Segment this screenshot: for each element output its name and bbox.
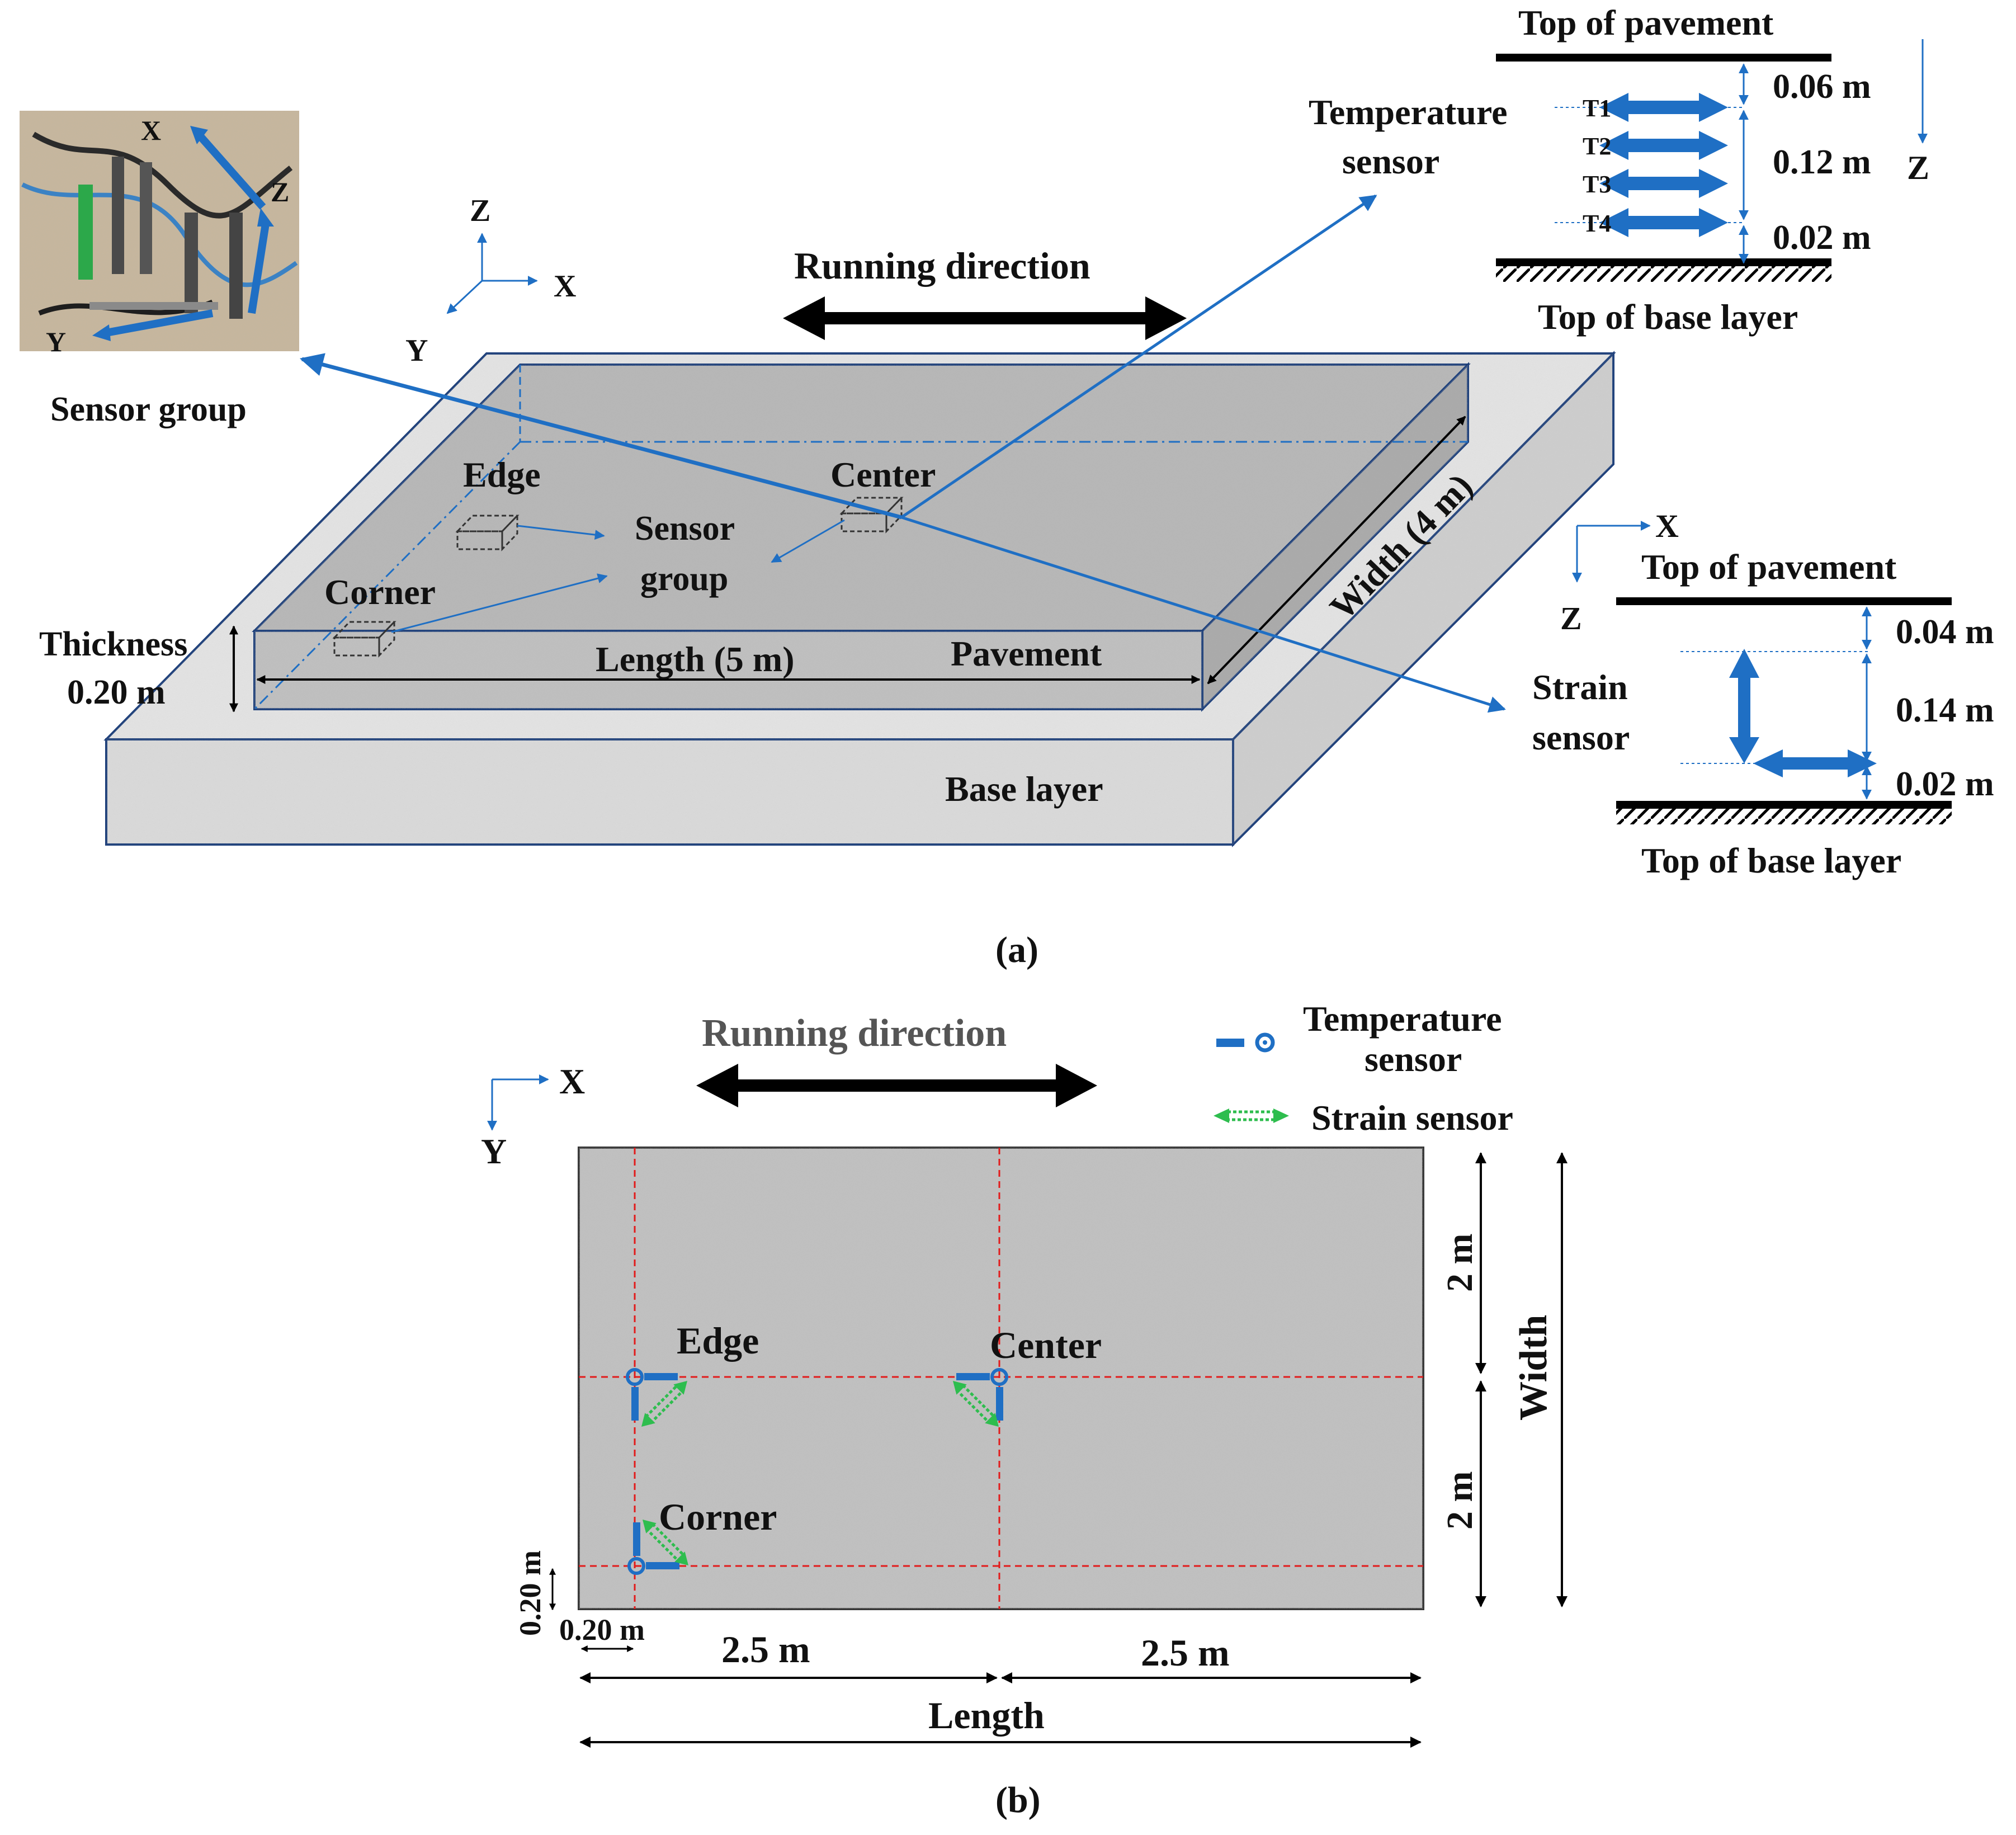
temp-sensor-label-2: sensor (1342, 141, 1439, 181)
strain-bottom-label: Top of base layer (1641, 841, 1901, 880)
strain-dim-3: 0.02 m (1896, 765, 1994, 803)
dim-2m-top: 2 m (1439, 1234, 1480, 1292)
dim-25-left: 2.5 m (721, 1628, 810, 1671)
photo-axis-x: X (141, 115, 161, 146)
temp-bottom-label: Top of base layer (1538, 297, 1798, 337)
strain-top-label: Top of pavement (1641, 547, 1897, 587)
axis-x-label: X (554, 269, 576, 304)
legend: Temperature sensor Strain sensor (1214, 999, 1513, 1138)
sensor-t2: T2 (1583, 133, 1611, 160)
photo-label: Sensor group (50, 390, 247, 428)
width-label-b: Width (1512, 1315, 1555, 1421)
axis-y-label: Y (405, 333, 428, 368)
dim-left-020: 0.20 m (513, 1550, 547, 1636)
axis-y-b: Y (481, 1131, 507, 1171)
caption-a: (a) (995, 930, 1038, 970)
center-label-a: Center (830, 455, 936, 494)
corner-sensors (627, 1519, 689, 1575)
sensor-group-label-2: group (640, 560, 728, 598)
sensor-group-photo: X Z Y (20, 111, 299, 357)
strain-axis-z: Z (1560, 600, 1582, 636)
temperature-detail: Temperature sensor Top of pavement Top o… (1309, 3, 1929, 337)
temp-dim-2: 0.12 m (1773, 143, 1871, 181)
photo-axis-y: Y (46, 326, 66, 357)
strain-detail: X Z Top of pavement Top of base layer St… (1532, 508, 1994, 880)
length-label-b: Length (928, 1694, 1045, 1737)
axis-z-label: Z (470, 194, 490, 228)
slab-plan (578, 1147, 1424, 1610)
strain-dim-2: 0.14 m (1896, 691, 1994, 729)
length-label-a: Length (5 m) (596, 639, 795, 679)
temp-dim-3: 0.02 m (1773, 219, 1871, 257)
strain-axis-x: X (1655, 508, 1679, 544)
temp-top-label: Top of pavement (1518, 3, 1774, 43)
dim-25-right: 2.5 m (1141, 1631, 1230, 1674)
legend-temperature-1: Temperature (1303, 999, 1502, 1039)
corner-sensor-box (332, 620, 396, 658)
pavement-label: Pavement (951, 634, 1102, 673)
edge-label-b: Edge (677, 1319, 759, 1362)
strain-dim-1: 0.04 m (1896, 613, 1994, 651)
edge-sensor-box (455, 513, 520, 551)
dim-bottom-020: 0.20 m (559, 1613, 645, 1647)
corner-label-a: Corner (324, 572, 436, 612)
temperature-legend-icon (1216, 1039, 1244, 1047)
thickness-label-2: 0.20 m (67, 673, 166, 711)
dim-2m-bottom: 2 m (1439, 1471, 1480, 1530)
edge-label-a: Edge (463, 455, 541, 494)
center-sensors (952, 1368, 1008, 1427)
temp-sensor-arrows (1599, 93, 1728, 237)
sensor-t1: T1 (1583, 95, 1611, 122)
running-direction-b: Running direction (702, 1012, 1007, 1055)
photo-axis-z: Z (271, 176, 289, 207)
strain-sensor-arrows (1729, 649, 1877, 777)
running-direction-a: Running direction (794, 244, 1090, 287)
sensor-t3: T3 (1583, 171, 1611, 198)
sensor-group-label-1: Sensor (635, 510, 735, 548)
corner-label-b: Corner (659, 1496, 777, 1538)
temp-sensor-label-1: Temperature (1309, 92, 1508, 132)
panel-b: X Y Running direction Temperature sensor… (481, 999, 1568, 1820)
center-label-b: Center (990, 1324, 1102, 1366)
caption-b: (b) (995, 1780, 1041, 1820)
sensor-t4: T4 (1583, 210, 1611, 237)
strain-sensor-label-2: sensor (1532, 718, 1630, 757)
base-layer-label: Base layer (945, 769, 1103, 809)
temp-axis-z: Z (1907, 149, 1929, 186)
legend-strain: Strain sensor (1311, 1098, 1513, 1138)
running-arrow-a (783, 296, 1187, 340)
axis-x-b: X (559, 1062, 585, 1101)
legend-temperature-2: sensor (1365, 1039, 1462, 1079)
strain-legend-icon (1214, 1108, 1289, 1123)
axes-triad: Z X Y (405, 194, 576, 368)
temp-dim-1: 0.06 m (1773, 68, 1871, 106)
panel-a: X Z Y Sensor group Z X Y Running directi… (20, 3, 1994, 970)
strain-sensor-label-1: Strain (1532, 667, 1628, 707)
running-arrow-b (696, 1064, 1097, 1107)
thickness-label-1: Thickness (39, 625, 187, 663)
